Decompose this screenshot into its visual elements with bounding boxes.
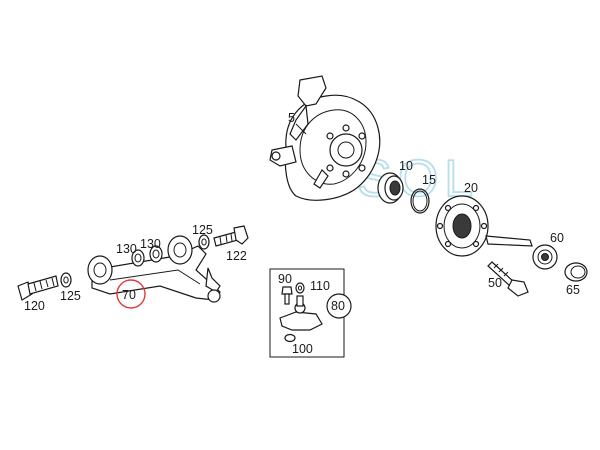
label-part-10: 10 [399, 159, 413, 173]
ball-joint-bolt-90[interactable] [281, 286, 293, 305]
label-part-100: 100 [292, 342, 313, 356]
label-part-20: 20 [464, 181, 478, 195]
axle-bolt[interactable] [487, 261, 529, 297]
hub-cap[interactable] [564, 262, 588, 282]
label-part-110: 110 [310, 279, 330, 293]
kit-callout-circle[interactable] [326, 293, 352, 319]
axle-nut[interactable] [532, 244, 558, 270]
washer-125-top[interactable] [198, 234, 210, 250]
label-part-80: 80 [331, 299, 345, 313]
wheel-bearing[interactable] [377, 172, 404, 204]
ball-joint-100[interactable] [279, 295, 323, 343]
label-part-130-a: 130 [116, 242, 137, 256]
label-part-120: 120 [24, 299, 45, 313]
bushing-130-b[interactable] [149, 245, 163, 263]
label-part-50: 50 [488, 276, 502, 290]
bolt-120[interactable] [17, 275, 59, 301]
label-part-130-b: 130 [140, 237, 161, 251]
snap-ring[interactable] [410, 188, 430, 214]
bushing-130-a[interactable] [131, 249, 145, 267]
label-part-90: 90 [278, 272, 292, 286]
label-part-125-left: 125 [60, 289, 81, 303]
leader-line-5 [295, 123, 307, 135]
washer-125-left[interactable] [60, 272, 72, 288]
label-part-15: 15 [422, 173, 436, 187]
label-part-60: 60 [550, 231, 564, 245]
label-part-125-top: 125 [192, 223, 213, 237]
label-part-5: 5 [288, 111, 295, 125]
highlight-circle-70 [116, 279, 146, 309]
bolt-122[interactable] [213, 225, 249, 247]
nut-110[interactable] [295, 282, 305, 294]
label-part-70: 70 [122, 288, 136, 302]
label-part-65: 65 [566, 283, 580, 297]
lower-control-arm[interactable] [87, 235, 221, 303]
wheel-hub[interactable] [435, 195, 533, 257]
steering-knuckle[interactable] [269, 75, 381, 201]
label-part-122: 122 [226, 249, 247, 263]
